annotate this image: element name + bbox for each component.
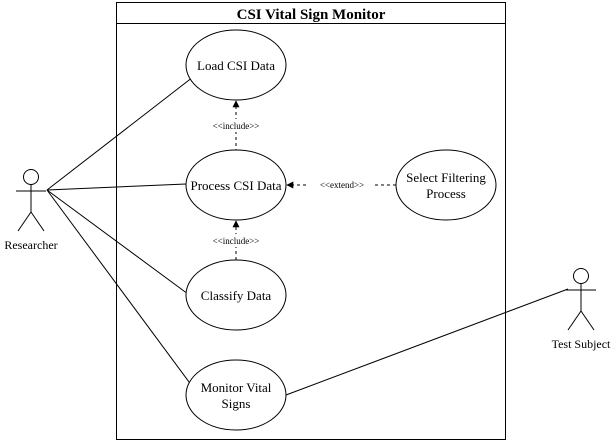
- use-case-label-line: Load CSI Data: [197, 58, 275, 73]
- use-case-label-line: Monitor Vital: [201, 380, 272, 395]
- system-boundary: CSI Vital Sign Monitor: [116, 2, 506, 440]
- use-case-label-line: Process: [426, 186, 466, 201]
- use-case-load-csi-data[interactable]: Load CSI Data: [185, 29, 287, 101]
- actor-label: Researcher: [4, 238, 57, 252]
- system-boundary-box: [116, 2, 506, 440]
- use-case-label-line: Select Filtering: [406, 170, 486, 185]
- use-case-label-line: Process CSI Data: [191, 178, 282, 193]
- include-relationship-classify: <<include>>: [203, 220, 269, 260]
- use-case-label: Classify Data: [201, 288, 272, 303]
- use-case-label-line: Signs: [222, 396, 251, 411]
- association-researcher-process: [46, 183, 187, 191]
- association-researcher-classify: [46, 189, 189, 295]
- associations: [46, 76, 569, 396]
- include-label-bg: [203, 119, 269, 132]
- extend-label: <<extend>>: [320, 180, 364, 190]
- association-researcher-monitor: [46, 189, 193, 387]
- system-title: CSI Vital Sign Monitor: [237, 7, 386, 23]
- include-label: <<include>>: [213, 121, 260, 131]
- use-case-ellipse: [185, 29, 287, 101]
- actor-researcher[interactable]: Researcher: [4, 169, 58, 253]
- extend-label-bg: [309, 179, 375, 191]
- use-case-label-line: Classify Data: [201, 288, 272, 303]
- use-case-ellipse: [185, 359, 287, 431]
- include-relationship-load: <<include>>: [203, 100, 269, 150]
- use-case-classify-data[interactable]: Classify Data: [185, 259, 287, 331]
- association-subject-monitor: [285, 288, 569, 396]
- use-case-label: Process CSI Data: [191, 178, 282, 193]
- stick-figure-icon: [16, 169, 46, 232]
- use-case-label: Load CSI Data: [197, 58, 275, 73]
- actor-test-subject[interactable]: Test Subject: [552, 268, 611, 352]
- stick-figure-icon: [566, 268, 596, 331]
- use-case-process-csi-data[interactable]: Process CSI Data: [185, 149, 287, 221]
- association-researcher-load: [46, 76, 194, 191]
- include-label-bg: [203, 234, 269, 247]
- extend-relationship-filtering: <<extend>>: [286, 179, 396, 191]
- actor-label: Test Subject: [552, 337, 611, 351]
- include-label: <<include>>: [213, 236, 260, 246]
